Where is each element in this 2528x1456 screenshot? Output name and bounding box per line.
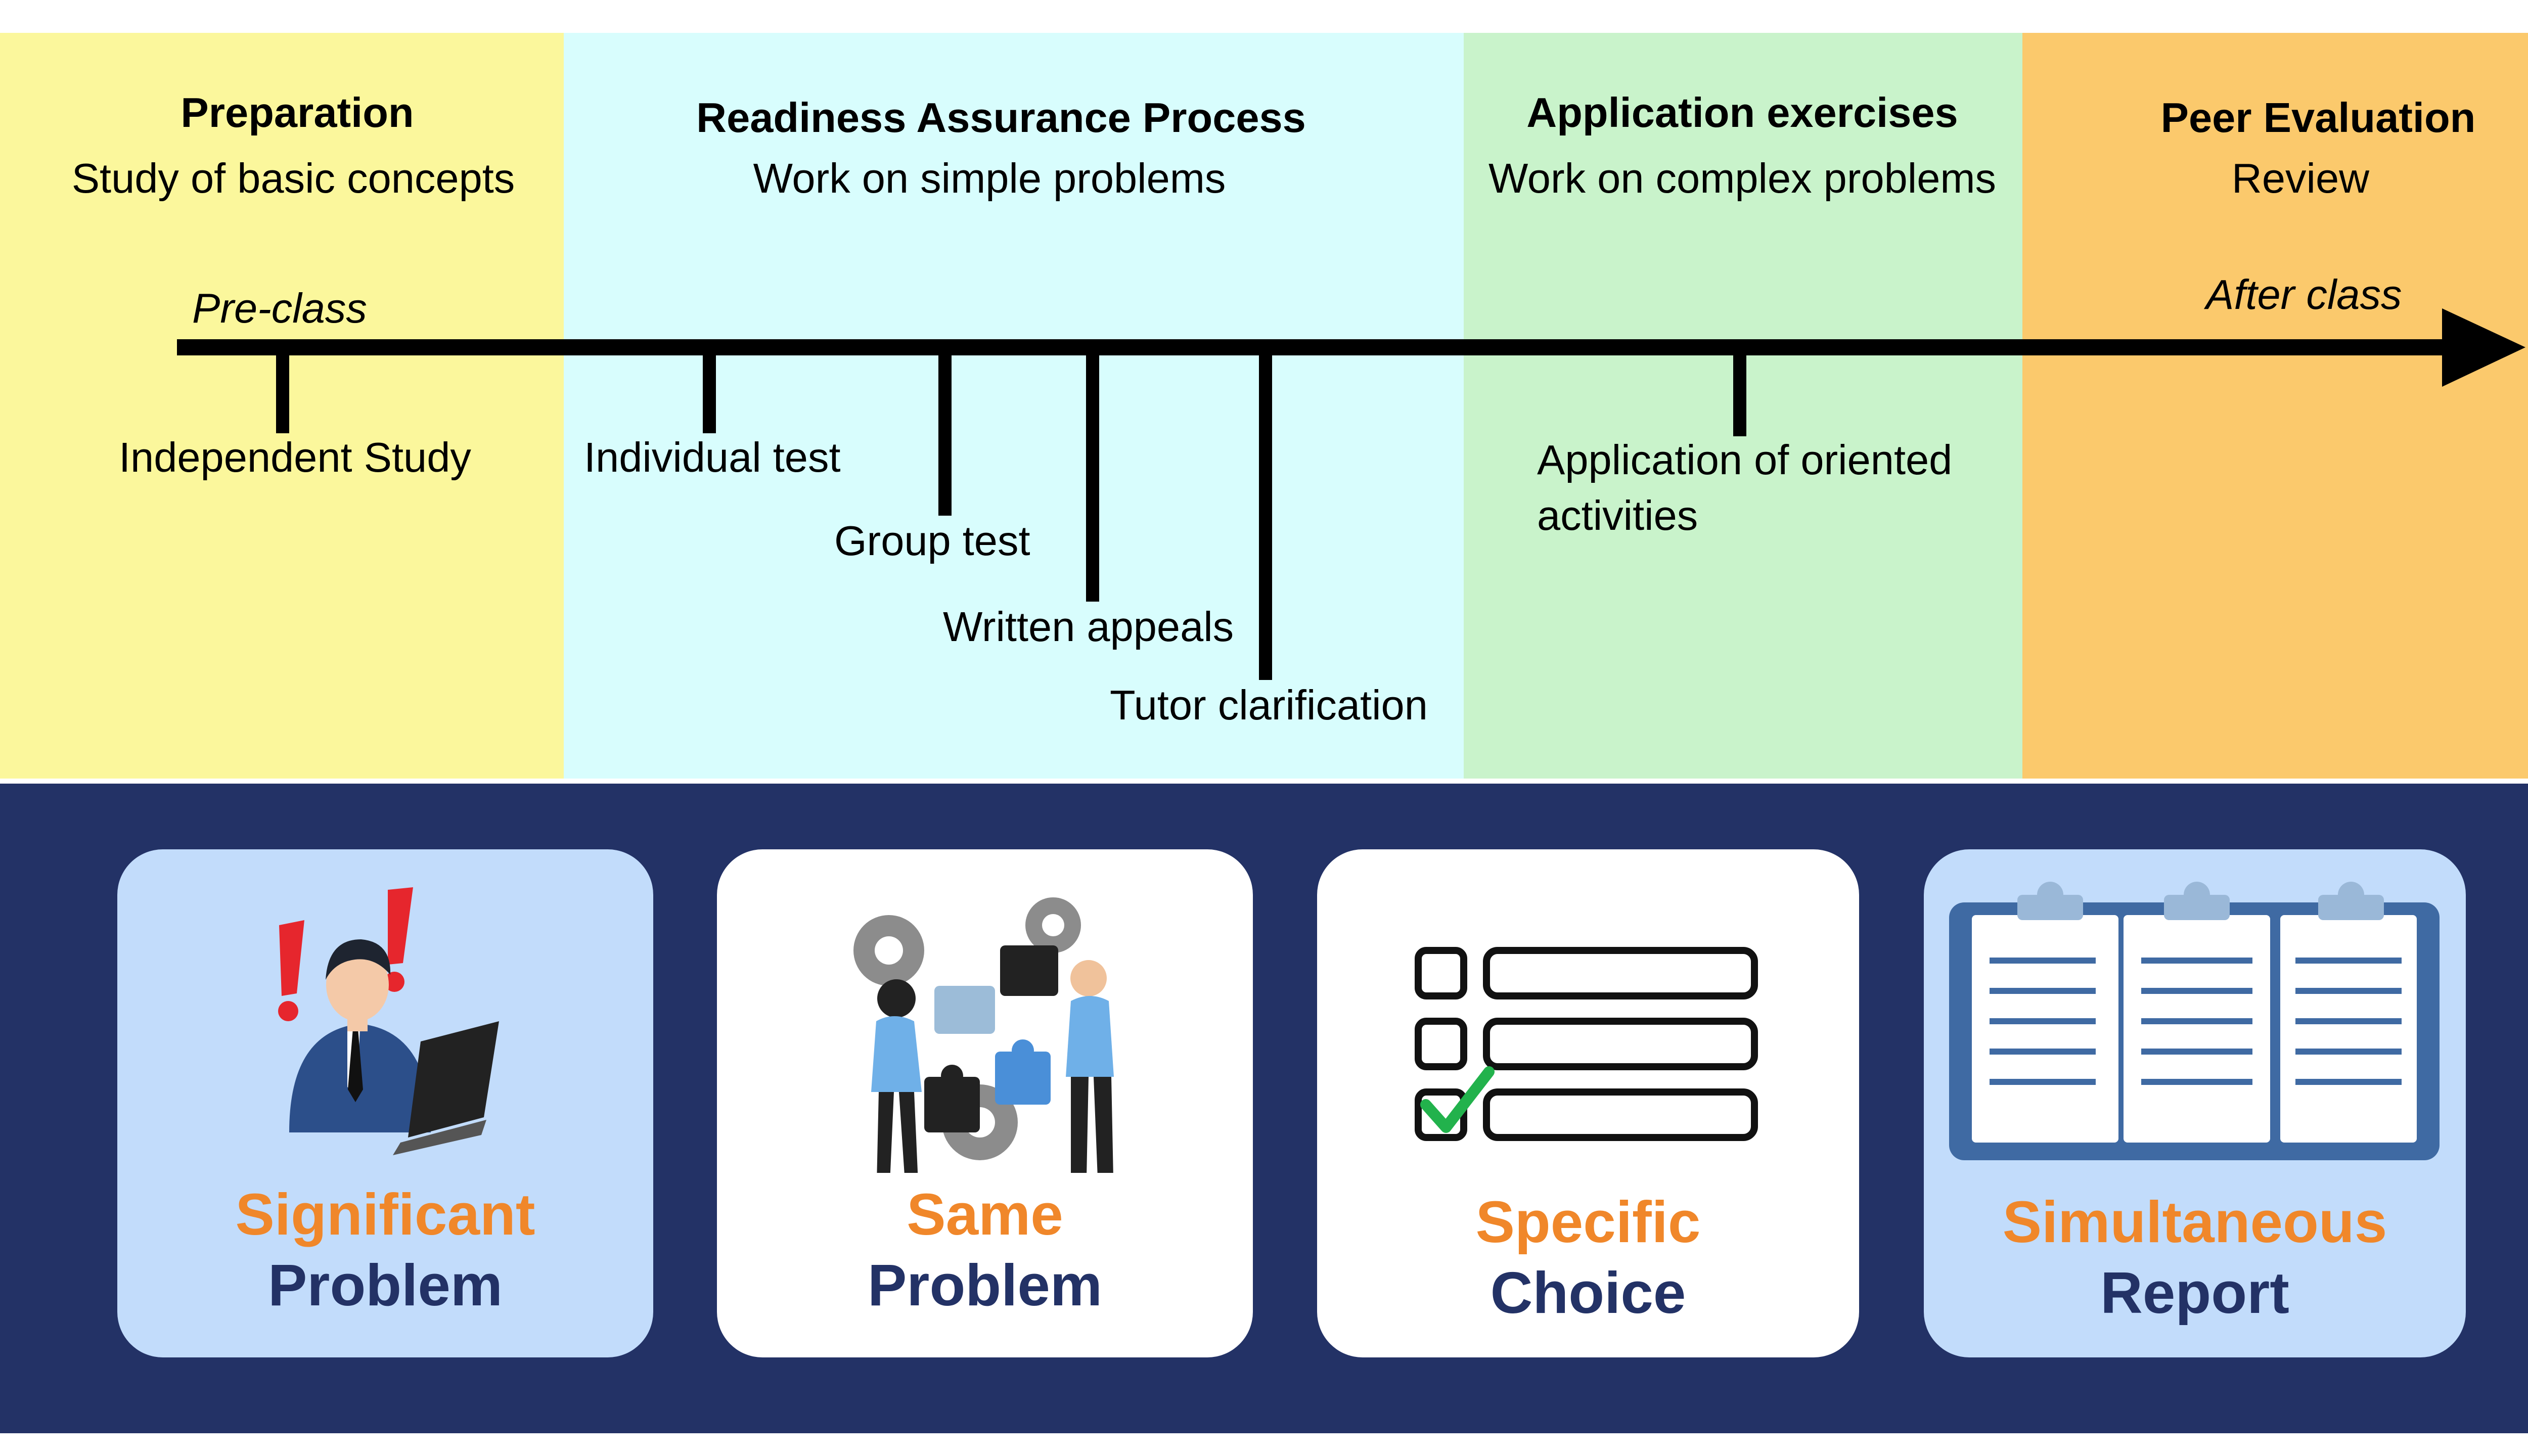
event-label-application-activities: Application of oriented activities (1537, 436, 1953, 539)
card-title-line2: Report (2100, 1260, 2289, 1326)
event-tick (938, 351, 952, 516)
event-tick (1086, 351, 1099, 602)
pre-class-label: Pre-class (192, 285, 367, 332)
event-label-tutor-clarification: Tutor clarification (1110, 681, 1428, 729)
exclamation-person-laptop-icon (278, 887, 499, 1155)
card-title-line1: Simultaneous (2002, 1189, 2387, 1255)
card-significant-problem: Significant Problem (117, 849, 653, 1357)
event-label-group-test: Group test (834, 517, 1030, 564)
puzzle-team-icon (853, 897, 1114, 1173)
card-title-line1: Specific (1475, 1189, 1701, 1255)
event-tick (703, 351, 716, 433)
event-tick (1259, 351, 1272, 680)
card-title-line2: Problem (267, 1252, 503, 1318)
phase-subtitle-peer-evaluation: Review (2231, 155, 2370, 202)
card-simultaneous-report: Simultaneous Report (1924, 849, 2466, 1357)
card-title-line2: Problem (867, 1252, 1103, 1318)
phase-subtitle-preparation: Study of basic concepts (71, 155, 515, 202)
phase-title-preparation: Preparation (180, 89, 414, 136)
timeline-arrowhead-icon (2442, 308, 2525, 387)
card-title-line2: Choice (1490, 1260, 1686, 1326)
phase-subtitle-readiness: Work on simple problems (753, 155, 1226, 202)
card-specific-choice: Specific Choice (1317, 849, 1859, 1357)
event-tick (1733, 351, 1746, 436)
after-class-label: After class (2206, 271, 2402, 318)
event-label-individual-test: Individual test (584, 434, 841, 481)
phase-subtitle-application: Work on complex problems (1488, 155, 1997, 202)
event-tick (276, 351, 289, 433)
clipboards-icon (1949, 882, 2440, 1160)
card-title-line1: Same (907, 1181, 1063, 1247)
event-label-written-appeals: Written appeals (943, 603, 1234, 650)
phase-readiness-band (564, 33, 1464, 779)
card-same-problem: Same Problem (717, 849, 1253, 1357)
timeline-arrow-line (177, 339, 2452, 355)
event-label-independent-study: Independent Study (119, 434, 471, 481)
phase-title-application: Application exercises (1526, 89, 1958, 136)
phase-title-readiness: Readiness Assurance Process (696, 94, 1306, 141)
card-title-line1: Significant (235, 1181, 535, 1247)
phase-peer-evaluation-band (2022, 33, 2528, 779)
checklist-icon (1415, 947, 1758, 1141)
phase-title-peer-evaluation: Peer Evaluation (2160, 94, 2476, 141)
